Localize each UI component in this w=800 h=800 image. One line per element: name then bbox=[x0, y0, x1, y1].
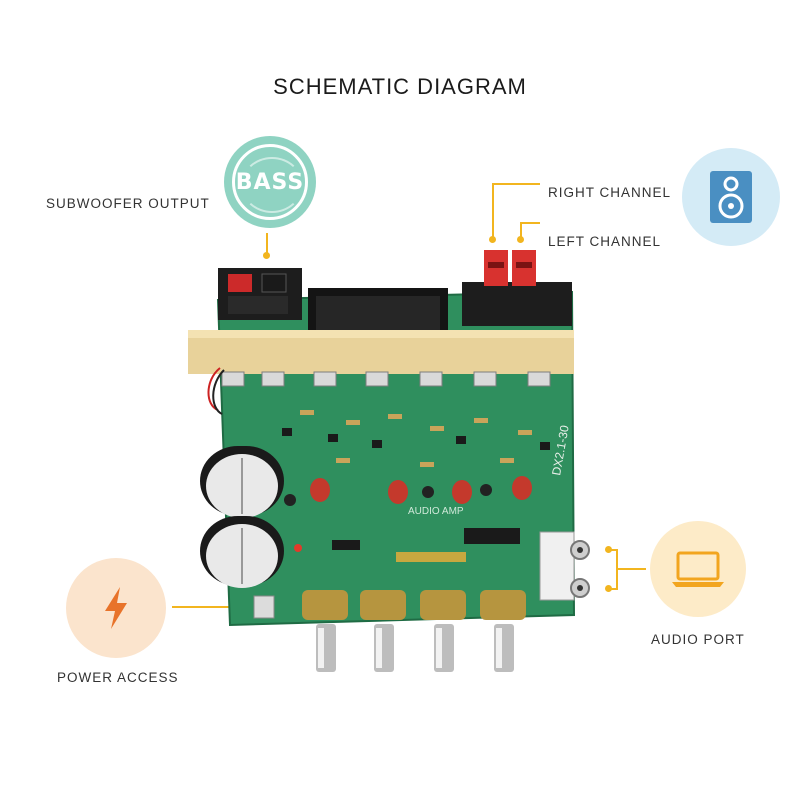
knob-4 bbox=[480, 590, 526, 672]
speaker-icon bbox=[710, 171, 752, 223]
page-title: SCHEMATIC DIAGRAM bbox=[273, 74, 527, 99]
knob-3 bbox=[420, 590, 466, 672]
right-channel-label: RIGHT CHANNEL bbox=[548, 185, 672, 200]
stereo-terminal bbox=[462, 250, 572, 326]
laptop-badge bbox=[650, 521, 746, 617]
audio-port-label: AUDIO PORT bbox=[651, 632, 745, 647]
power-terminal bbox=[253, 595, 275, 619]
transistor-row bbox=[221, 371, 551, 387]
power-badge bbox=[66, 558, 166, 658]
capacitor-large-2 bbox=[200, 516, 284, 588]
knob-2 bbox=[360, 590, 406, 672]
board-silkscreen: AUDIO AMP bbox=[408, 506, 464, 517]
capacitor-large-1 bbox=[200, 446, 284, 518]
subwoofer-output-label: SUBWOOFER OUTPUT bbox=[46, 196, 210, 211]
left-channel-label: LEFT CHANNEL bbox=[548, 234, 662, 249]
knob-1 bbox=[302, 590, 348, 672]
laptop-icon bbox=[672, 551, 724, 587]
power-access-label: POWER ACCESS bbox=[57, 670, 179, 685]
audio-rca-port bbox=[539, 531, 590, 601]
small-components bbox=[282, 410, 550, 562]
subwoofer-terminal bbox=[218, 268, 302, 320]
speaker-badge bbox=[682, 148, 780, 246]
bass-badge: BASS bbox=[224, 136, 316, 228]
lightning-icon bbox=[105, 587, 127, 629]
bass-icon: BASS bbox=[232, 144, 308, 220]
